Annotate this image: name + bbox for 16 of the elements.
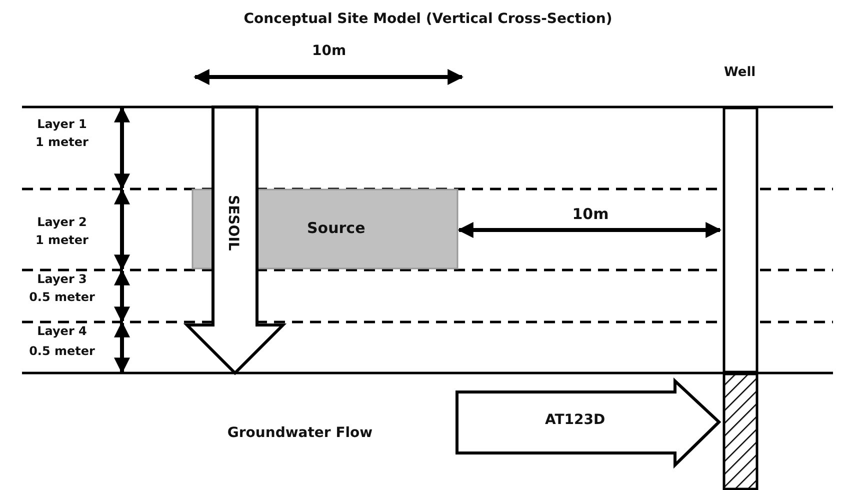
dimension-label: 10m	[312, 43, 346, 60]
diagram-title: Conceptual Site Model (Vertical Cross-Section)	[242, 11, 614, 27]
node-label: SESOIL	[225, 195, 241, 251]
node-label: AT123D	[545, 412, 606, 428]
layer-label: Layer 3	[37, 273, 87, 287]
layer-label: Layer 1	[37, 118, 87, 132]
dimension-arrow	[457, 222, 722, 238]
well-label: Well	[724, 65, 756, 80]
node-label: Source	[307, 219, 366, 237]
layer-label: Layer 2	[37, 216, 87, 230]
flow-label: Groundwater Flow	[227, 425, 373, 442]
layer-label: 1 meter	[36, 136, 88, 150]
layer-label: 0.5 meter	[29, 291, 95, 305]
layer-label: 0.5 meter	[29, 345, 95, 359]
layer-label: Layer 4	[37, 325, 87, 339]
layer-label: 1 meter	[36, 234, 88, 248]
